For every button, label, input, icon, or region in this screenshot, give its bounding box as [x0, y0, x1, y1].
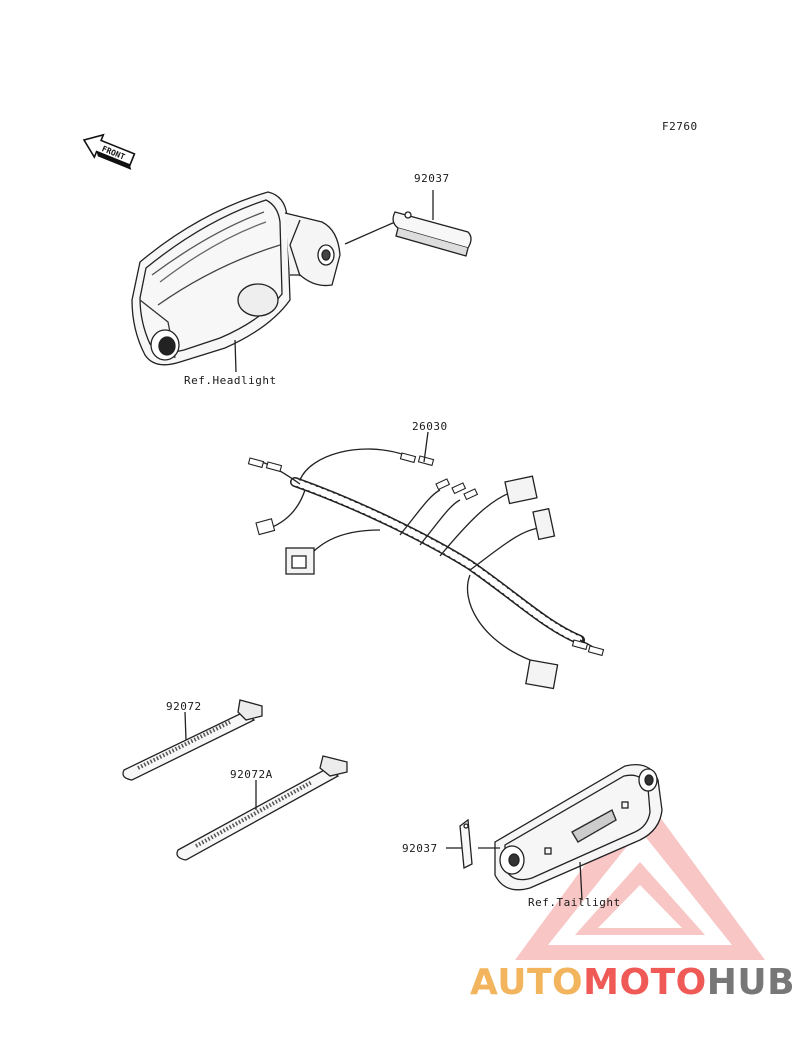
headlight-drawing	[131, 191, 396, 373]
watermark-part2: MOTO	[583, 962, 707, 1003]
wire-harness-drawing	[247, 431, 605, 690]
taillight-drawing	[478, 763, 663, 901]
part-number-92037-top: 92037	[414, 172, 450, 185]
band-long-drawing	[176, 755, 348, 861]
watermark-part1: AUTO	[470, 962, 584, 1003]
part-number-92037-bottom: 92037	[402, 842, 438, 855]
watermark-triangle-icon	[515, 790, 765, 960]
watermark-logo: AUTOMOTOHUB	[470, 962, 795, 1003]
band-short-drawing	[122, 699, 263, 781]
front-arrow-icon: FRONT	[82, 133, 136, 170]
watermark-part3: HUB	[706, 962, 796, 1003]
part-number-26030: 26030	[412, 420, 448, 433]
ref-headlight-label: Ref.Headlight	[184, 374, 277, 387]
part-number-92072a: 92072A	[230, 768, 273, 781]
ref-taillight-label: Ref.Taillight	[528, 896, 621, 909]
figure-code: F2760	[662, 120, 698, 133]
mount-bracket-top-drawing	[392, 190, 472, 257]
mount-bracket-bottom-drawing	[446, 818, 473, 870]
part-number-92072: 92072	[166, 700, 202, 713]
